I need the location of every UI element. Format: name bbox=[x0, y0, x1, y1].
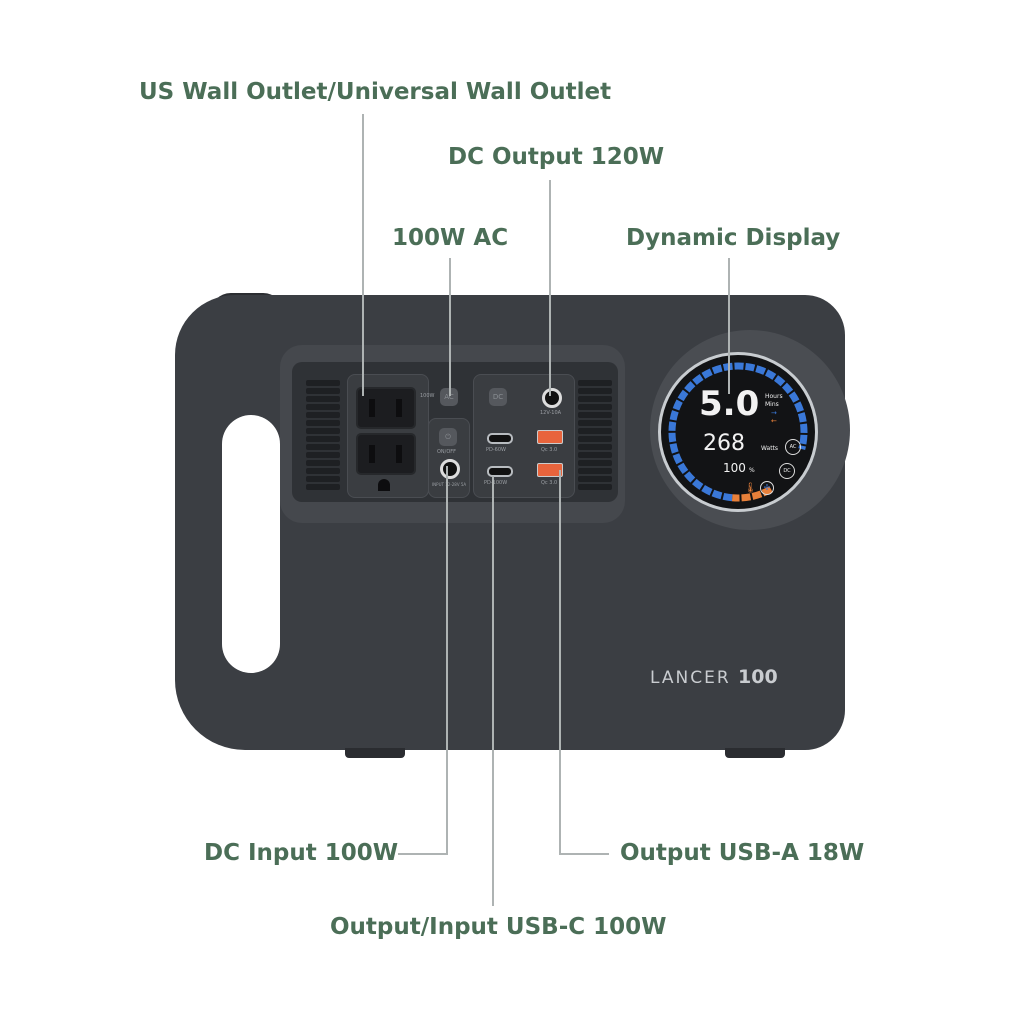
vent-slot bbox=[306, 388, 340, 394]
ac-button[interactable]: AC bbox=[440, 388, 458, 406]
port-recess: 100W AC ⏻ ON/OFF INPUT 12-28V 5A DC 12V-… bbox=[292, 362, 618, 502]
handle bbox=[222, 415, 280, 673]
callout-line bbox=[549, 180, 551, 396]
callout-usb-a: Output USB-A 18W bbox=[620, 840, 865, 866]
ac-outlet-group bbox=[347, 374, 429, 498]
vent-slot bbox=[306, 404, 340, 410]
usb-c-label: PD-60W bbox=[486, 447, 506, 453]
usb-c-port[interactable] bbox=[487, 433, 513, 444]
arrow-left-icon: ← bbox=[771, 417, 777, 425]
vent-slot bbox=[578, 380, 612, 386]
dynamic-display: 5.0 Hours Mins → ← 268 Watts AC 100 % DC… bbox=[658, 352, 818, 512]
usb-a-label: Qc 3.0 bbox=[541, 480, 558, 486]
usb-a-label: Qc 3.0 bbox=[541, 447, 558, 453]
callout-line bbox=[492, 476, 494, 906]
callout-line bbox=[559, 470, 561, 854]
usb-c-label: PD-100W bbox=[484, 480, 508, 486]
onoff-label: ON/OFF bbox=[437, 449, 457, 455]
vent-slot bbox=[578, 484, 612, 490]
callout-line bbox=[362, 114, 364, 396]
dc-output-port[interactable] bbox=[542, 388, 562, 408]
vent-slot bbox=[306, 412, 340, 418]
ac-outlet[interactable] bbox=[356, 387, 416, 429]
vent-slot bbox=[306, 420, 340, 426]
callout-line bbox=[559, 853, 609, 855]
dc-input-port[interactable] bbox=[440, 459, 460, 479]
callout-display: Dynamic Display bbox=[626, 225, 841, 251]
vent-slot bbox=[578, 412, 612, 418]
callout-dc-input: DC Input 100W bbox=[204, 840, 399, 866]
usb-a-port[interactable] bbox=[537, 463, 563, 477]
ac-power-label: 100W bbox=[420, 393, 435, 399]
vent-slot bbox=[306, 380, 340, 386]
runtime-unit-hours: Hours bbox=[765, 393, 783, 400]
callout-usb-c: Output/Input USB-C 100W bbox=[330, 914, 667, 940]
watts-value: 268 bbox=[703, 431, 745, 456]
vent-slot bbox=[578, 476, 612, 482]
ac-outlet[interactable] bbox=[356, 433, 416, 475]
vent-slot bbox=[578, 452, 612, 458]
vent-slot bbox=[578, 404, 612, 410]
vent-slot bbox=[306, 460, 340, 466]
vent-slot bbox=[306, 468, 340, 474]
power-button[interactable]: ⏻ bbox=[439, 428, 457, 446]
input-label: INPUT 12-28V 5A bbox=[432, 482, 467, 487]
vent-slot bbox=[578, 468, 612, 474]
callout-line bbox=[728, 258, 730, 394]
vent-slot bbox=[578, 460, 612, 466]
arrow-right-icon: → bbox=[771, 409, 777, 417]
callout-dc-output: DC Output 120W bbox=[448, 144, 665, 170]
thermometer-icon: 🌡 bbox=[744, 483, 757, 494]
vent-slot bbox=[578, 436, 612, 442]
usb-a-port[interactable] bbox=[537, 430, 563, 444]
callout-line bbox=[446, 466, 448, 854]
fan-icon: ✢ bbox=[760, 481, 774, 495]
battery-value: 100 bbox=[723, 461, 746, 475]
callout-line bbox=[398, 853, 448, 855]
usb-c-port[interactable] bbox=[487, 466, 513, 477]
brand-logo: LANCER 100 bbox=[650, 666, 778, 688]
vent-slot bbox=[578, 420, 612, 426]
vent-slot bbox=[306, 396, 340, 402]
vent-slot bbox=[306, 436, 340, 442]
foot bbox=[725, 748, 785, 758]
dc-badge: DC bbox=[779, 463, 795, 479]
callout-ac: 100W AC bbox=[392, 225, 509, 251]
dc-button[interactable]: DC bbox=[489, 388, 507, 406]
vent-slot bbox=[306, 444, 340, 450]
vent-slot bbox=[578, 428, 612, 434]
foot bbox=[345, 748, 405, 758]
dc-output-label: 12V-10A bbox=[540, 410, 562, 416]
vent-slot bbox=[578, 388, 612, 394]
vent-slot bbox=[578, 396, 612, 402]
battery-unit: % bbox=[749, 467, 755, 474]
runtime-unit-mins: Mins bbox=[765, 401, 779, 408]
ac-badge: AC bbox=[785, 439, 801, 455]
vent-slot bbox=[306, 484, 340, 490]
callout-wall-outlet: US Wall Outlet/Universal Wall Outlet bbox=[139, 79, 612, 105]
vent-slot bbox=[306, 476, 340, 482]
ground-slot bbox=[378, 479, 390, 491]
watts-unit: Watts bbox=[761, 445, 779, 452]
vent-slot bbox=[306, 428, 340, 434]
vent-slot bbox=[306, 452, 340, 458]
callout-line bbox=[449, 258, 451, 396]
vent-slot bbox=[578, 444, 612, 450]
